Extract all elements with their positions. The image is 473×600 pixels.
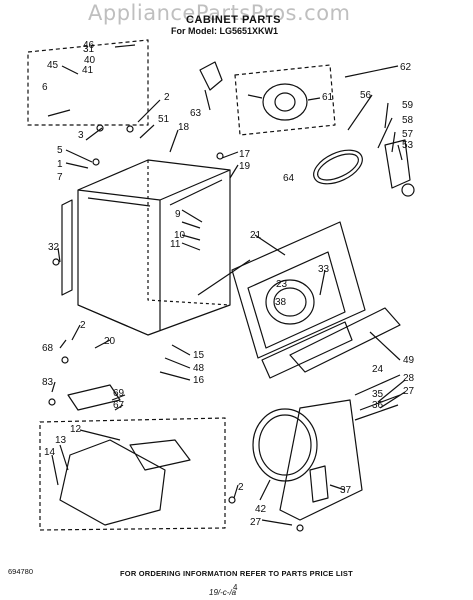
callout-label: 10 xyxy=(174,230,186,241)
callout-label: 36 xyxy=(372,400,384,411)
callout-label: 46 xyxy=(83,40,95,51)
callout-label: 7 xyxy=(57,172,63,183)
watermark: AppliancePartsPros.com xyxy=(88,1,351,25)
callout-label: 41 xyxy=(82,65,94,76)
motor-box xyxy=(234,64,336,136)
front-panel xyxy=(231,221,366,359)
callout-label: 1 xyxy=(57,159,63,170)
callout-label: 14 xyxy=(44,447,56,458)
door-outer xyxy=(279,399,363,521)
motor xyxy=(262,83,308,121)
callout-label: 67 xyxy=(113,400,125,411)
callout-label: 38 xyxy=(275,297,287,308)
callout-label: 27 xyxy=(250,517,262,528)
callout-label: 61 xyxy=(322,92,334,103)
callout-labels: 46 31 40 41 45 6 3 5 1 7 2 51 18 63 62 6… xyxy=(42,40,415,528)
callout-label: 32 xyxy=(48,242,60,253)
callout-label: 24 xyxy=(372,364,384,375)
callout-label: 5 xyxy=(57,145,63,156)
callout-label: 53 xyxy=(402,140,414,151)
callout-label: 2 xyxy=(80,320,86,331)
gas-valve-bracket xyxy=(59,439,166,526)
toe-panel xyxy=(289,307,401,373)
drive-belt xyxy=(313,149,363,185)
callout-label: 13 xyxy=(55,435,67,446)
callout-label: 15 xyxy=(193,350,205,361)
callout-label: 9 xyxy=(175,209,181,220)
callout-label: 11 xyxy=(170,239,181,250)
panel-24 xyxy=(261,321,353,379)
model-line: For Model: LG5651XKW1 xyxy=(171,26,279,36)
callout-label: 17 xyxy=(239,149,251,160)
callout-label: 27 xyxy=(403,386,415,397)
callout-label: 69 xyxy=(113,388,125,399)
idler-assembly xyxy=(384,139,411,189)
callout-label: 64 xyxy=(283,173,295,184)
callout-label: 28 xyxy=(403,373,415,384)
callout-label: 3 xyxy=(78,130,84,141)
callout-label: 35 xyxy=(372,389,384,400)
callout-label: 37 xyxy=(340,485,352,496)
callout-label: 56 xyxy=(360,90,372,101)
bracket-63 xyxy=(199,61,223,91)
callout-label: 16 xyxy=(193,375,205,386)
callout-label: 6 xyxy=(42,82,48,93)
callout-label: 48 xyxy=(193,363,205,374)
door-opening xyxy=(265,279,315,325)
callout-label: 63 xyxy=(190,108,202,119)
document-number: 694780 xyxy=(8,567,34,576)
callout-label: 21 xyxy=(250,230,262,241)
callout-label: 31 xyxy=(83,44,95,55)
cover-plate xyxy=(67,384,121,411)
igniter xyxy=(129,439,191,471)
handwritten-note: 19/-c-/a xyxy=(209,588,237,597)
callout-label: 33 xyxy=(318,264,330,275)
callout-label: 42 xyxy=(255,504,267,515)
diagram-title: CABINET PARTS xyxy=(186,14,281,26)
callout-label: 58 xyxy=(402,115,414,126)
callout-label: 62 xyxy=(400,62,412,73)
inset-box-top-left xyxy=(27,39,149,126)
callout-label: 68 xyxy=(42,343,54,354)
inset-box-bottom-left xyxy=(39,417,226,531)
callout-label: 51 xyxy=(158,114,170,125)
callout-label: 20 xyxy=(104,336,116,347)
door-handle xyxy=(309,465,329,503)
callout-label: 18 xyxy=(178,122,190,133)
callout-label: 59 xyxy=(402,100,414,111)
door-gasket xyxy=(252,408,318,482)
ordering-note: FOR ORDERING INFORMATION REFER TO PARTS … xyxy=(120,569,353,578)
callout-label: 12 xyxy=(70,424,82,435)
callout-label: 23 xyxy=(276,279,288,290)
callout-label: 2 xyxy=(164,92,170,103)
cabinet-outline xyxy=(77,159,231,336)
callout-label: 45 xyxy=(47,60,59,71)
callout-label: 57 xyxy=(402,129,414,140)
callout-label: 40 xyxy=(84,55,96,66)
callout-label: 83 xyxy=(42,377,54,388)
callout-label: 2 xyxy=(238,482,244,493)
callout-label: 49 xyxy=(403,355,415,366)
side-panel xyxy=(61,199,73,296)
page-number: 4 xyxy=(233,583,238,592)
callout-label: 19 xyxy=(239,161,251,172)
